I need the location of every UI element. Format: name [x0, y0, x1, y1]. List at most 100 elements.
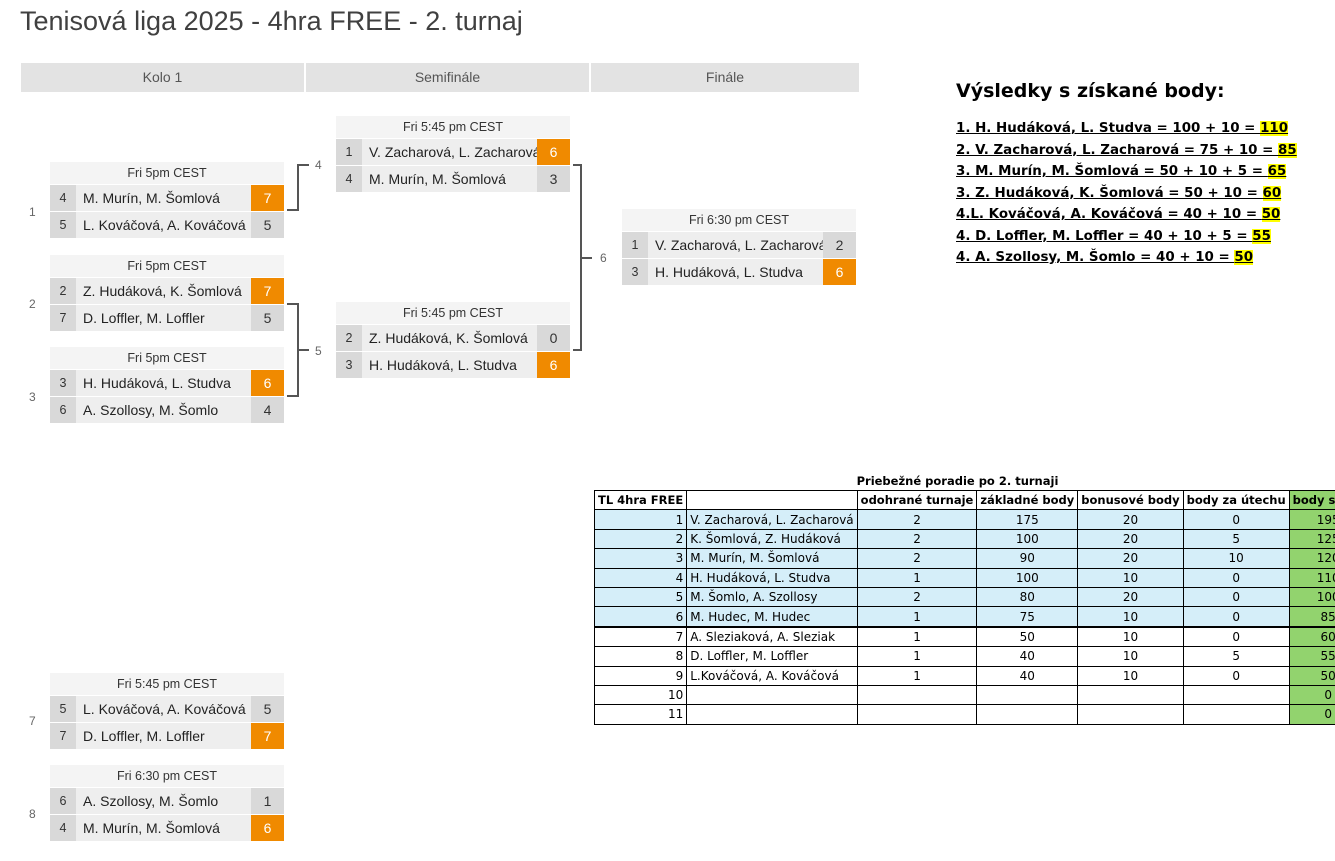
table-cell: 10 — [593, 684, 688, 706]
match-number: 4 — [315, 158, 322, 172]
result-line: 4.L. Kováčová, A. Kováčová = 40 + 10 = 5… — [956, 204, 1297, 226]
table-cell: 50 — [976, 625, 1079, 648]
result-total-highlight: 55 — [1252, 228, 1271, 244]
table-cell: 55 — [1288, 646, 1335, 667]
table-cell: 10 — [1077, 646, 1184, 667]
table-cell: 120 — [1288, 548, 1335, 569]
score: 0 — [537, 325, 570, 351]
score-winner: 7 — [251, 278, 284, 304]
score-winner: 6 — [537, 352, 570, 378]
table-cell: 110 — [1288, 567, 1335, 588]
result-total-highlight: 65 — [1267, 164, 1287, 179]
result-total-highlight: 50 — [1234, 250, 1254, 265]
table-cell: 75 — [976, 606, 1079, 628]
table-cell: 50 — [1288, 665, 1335, 686]
result-line: 1. H. Hudáková, L. Studva = 100 + 10 = 1… — [956, 118, 1297, 140]
seed-number: 3 — [50, 370, 76, 396]
column-header: odohrané turnaje — [856, 489, 978, 511]
table-cell: 175 — [976, 509, 1079, 530]
seed-number: 7 — [50, 723, 76, 749]
table-cell: 100 — [976, 567, 1079, 588]
table-cell: 5 — [1182, 528, 1290, 550]
result-total-highlight: 85 — [1278, 142, 1297, 158]
result-line: 4. A. Szollosy, M. Šomlo = 40 + 10 = 50 — [956, 247, 1297, 269]
seed-number: 4 — [50, 815, 76, 841]
table-cell: 0 — [1182, 586, 1290, 608]
table-cell: K. Šomlová, Z. Hudáková — [686, 528, 858, 550]
column-header — [686, 489, 858, 511]
results-list: 1. H. Hudáková, L. Studva = 100 + 10 = 1… — [956, 118, 1297, 269]
table-cell — [1182, 684, 1290, 706]
column-header: bonusové body — [1077, 489, 1184, 511]
table-cell: L.Kováčová, A. Kováčová — [686, 665, 858, 686]
match-time: Fri 6:30 pm CEST — [50, 765, 284, 787]
seed-number: 3 — [622, 259, 648, 285]
table-cell — [856, 684, 978, 706]
table-cell: 60 — [1288, 625, 1335, 648]
match-number: 2 — [29, 297, 36, 311]
team-name: V. Zacharová, L. Zacharová — [655, 237, 823, 253]
standings-body: 1V. Zacharová, L. Zacharová21752001952K.… — [593, 509, 1335, 725]
match-time: Fri 5pm CEST — [50, 255, 284, 277]
round-header-kolo-1: Kolo 1 — [21, 63, 304, 92]
table-cell: 10 — [1182, 548, 1290, 569]
table-cell: 40 — [976, 665, 1079, 686]
score: 2 — [823, 232, 856, 258]
team-name: V. Zacharová, L. Zacharová — [369, 144, 537, 160]
result-text: 4. A. Szollosy, M. Šomlo = 40 + 10 = — [956, 250, 1235, 265]
table-cell: 0 — [1182, 606, 1290, 628]
bracket-connectors — [287, 164, 592, 397]
match-number: 5 — [315, 344, 322, 358]
table-cell — [856, 704, 978, 725]
match-time: Fri 5pm CEST — [50, 347, 284, 369]
result-line: 3. Z. Hudáková, K. Šomlová = 50 + 10 = 6… — [956, 183, 1297, 205]
table-cell: 10 — [1077, 567, 1184, 588]
table-cell: 0 — [1288, 704, 1335, 725]
table-cell: 10 — [1077, 665, 1184, 686]
score-winner: 7 — [251, 185, 284, 211]
column-header: body za útechu — [1182, 489, 1290, 511]
table-cell — [686, 684, 858, 706]
score: 4 — [251, 397, 284, 423]
table-cell: 5 — [593, 586, 688, 608]
table-row: 5M. Šomlo, A. Szollosy280200100 — [593, 586, 1335, 608]
table-row: 4H. Hudáková, L. Studva1100100110 — [593, 567, 1335, 588]
table-cell — [976, 684, 1079, 706]
table-cell: 20 — [1077, 509, 1184, 530]
table-cell: 0 — [1182, 625, 1290, 648]
team-name: Z. Hudáková, K. Šomlová — [369, 330, 528, 346]
table-cell: H. Hudáková, L. Studva — [686, 567, 858, 588]
table-row: 2K. Šomlová, Z. Hudáková2100205125 — [593, 528, 1335, 550]
table-cell: 2 — [856, 528, 978, 550]
page-title: Tenisová liga 2025 - 4hra FREE - 2. turn… — [20, 6, 523, 36]
table-cell: 8 — [593, 646, 688, 667]
result-line: 2. V. Zacharová, L. Zacharová = 75 + 10 … — [956, 140, 1297, 162]
team-name: L. Kováčová, A. Kováčová — [83, 217, 246, 233]
